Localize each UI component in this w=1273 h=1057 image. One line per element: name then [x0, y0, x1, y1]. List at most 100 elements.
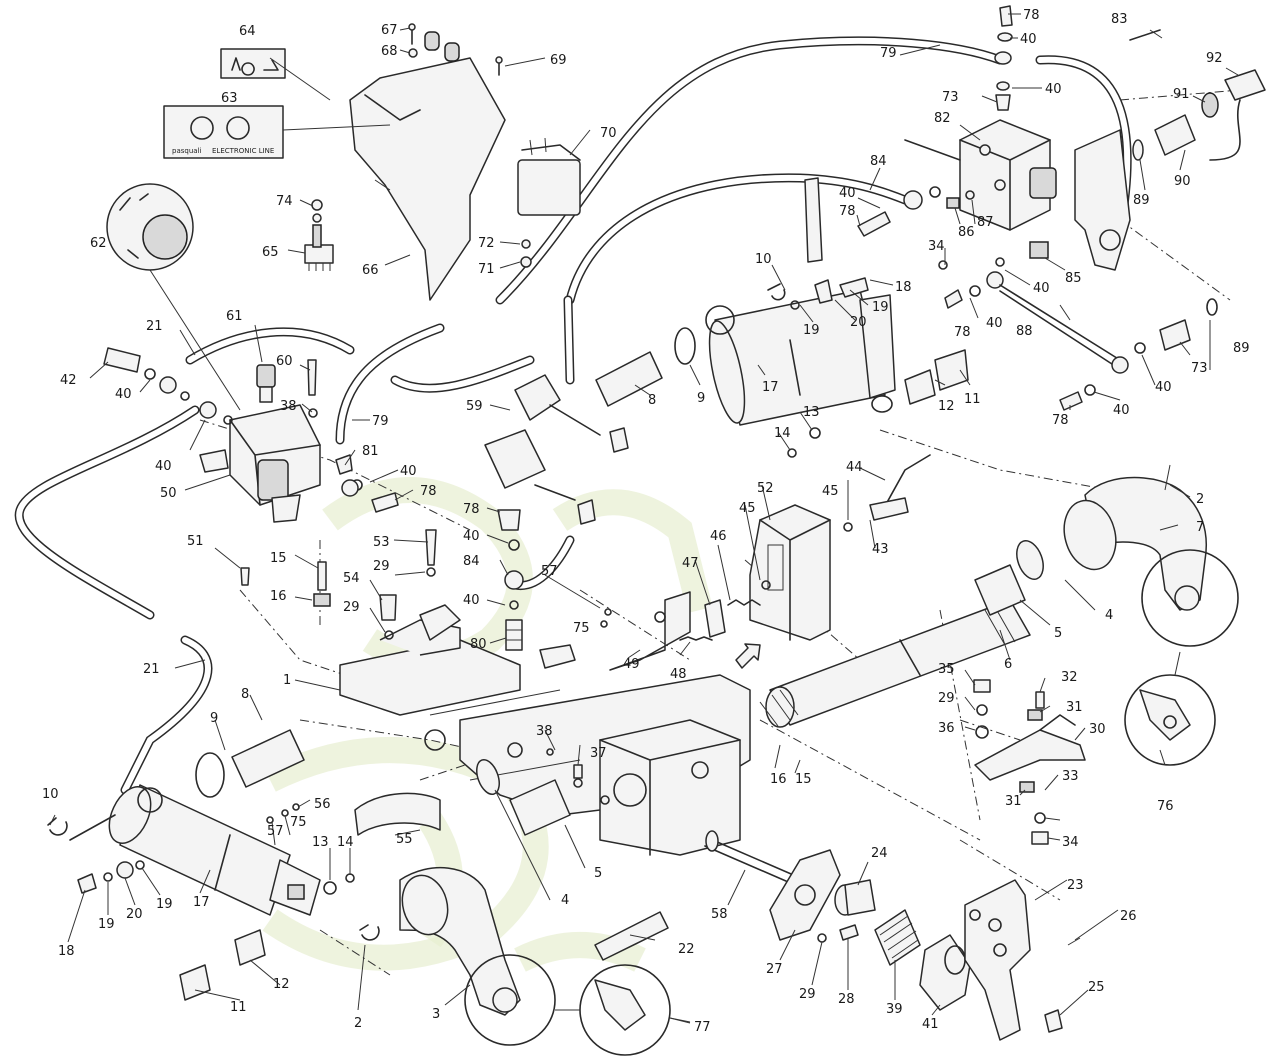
label-40i: 40 [155, 459, 172, 474]
label-9a: 9 [697, 391, 705, 406]
label-31b: 31 [1005, 794, 1022, 809]
linkage-43-44-45-46-47 [679, 454, 931, 641]
label-64: 64 [239, 24, 256, 39]
label-29c: 29 [938, 691, 955, 706]
label-22: 22 [678, 942, 695, 957]
label-35: 35 [938, 662, 955, 677]
label-10a: 10 [755, 252, 772, 267]
label-12a: 12 [938, 399, 955, 414]
label-69: 69 [550, 53, 567, 68]
label-3: 3 [432, 1007, 440, 1022]
label-89a: 89 [1133, 193, 1150, 208]
plate-64 [220, 48, 286, 79]
label-78f: 78 [463, 502, 480, 517]
label-90: 90 [1174, 174, 1191, 189]
plate-30 [973, 679, 1086, 845]
lift-cylinder-upper-17 [705, 289, 896, 426]
lift-housing-1 [339, 619, 751, 856]
label-46: 46 [710, 529, 727, 544]
label-41: 41 [922, 1017, 939, 1032]
label-78b: 78 [839, 204, 856, 219]
label-16a: 16 [270, 589, 287, 604]
bushings-4-5 [974, 540, 1044, 616]
detail-77 [555, 964, 691, 1056]
label-40c: 40 [839, 186, 856, 201]
label-45a: 45 [822, 484, 839, 499]
label-50: 50 [160, 486, 177, 501]
label-89b: 89 [1233, 341, 1250, 356]
label-65: 65 [262, 245, 279, 260]
leader-lines [49, 13, 1239, 1024]
shaft-58 [704, 830, 806, 889]
label-8a: 8 [648, 393, 656, 408]
plate-63: pasquali ELECTRONIC LINE [163, 105, 284, 159]
label-13b: 13 [312, 835, 329, 850]
label-63: 63 [221, 91, 238, 106]
label-5b: 5 [594, 866, 602, 881]
label-78d: 78 [1052, 413, 1069, 428]
switch-65 [304, 199, 334, 271]
label-34a: 34 [928, 239, 945, 254]
label-23: 23 [1067, 878, 1084, 893]
label-73b: 73 [1191, 361, 1208, 376]
link-88 [938, 257, 1218, 411]
label-68: 68 [381, 44, 398, 59]
bracket-23 [964, 879, 1081, 1041]
label-2a: 2 [1196, 492, 1204, 507]
label-21a: 21 [146, 319, 163, 334]
label-78e: 78 [420, 484, 437, 499]
label-81: 81 [362, 444, 379, 459]
label-36: 36 [938, 721, 955, 736]
label-73a: 73 [942, 90, 959, 105]
screws-51-53-54-15-16 [240, 529, 583, 788]
label-79b: 79 [372, 414, 389, 429]
label-20b: 20 [126, 907, 143, 922]
label-40b: 40 [1045, 82, 1062, 97]
label-66: 66 [362, 263, 379, 278]
label-40h: 40 [115, 387, 132, 402]
label-24: 24 [871, 846, 888, 861]
label-32: 32 [1061, 670, 1078, 685]
label-13a: 13 [803, 405, 820, 420]
label-56: 56 [314, 797, 331, 812]
label-40d: 40 [1033, 281, 1050, 296]
lift-cylinder-lower-17 [108, 784, 321, 916]
label-16b: 16 [770, 772, 787, 787]
label-28: 28 [838, 992, 855, 1007]
label-74: 74 [276, 194, 293, 209]
label-29a: 29 [373, 559, 390, 574]
label-17a: 17 [762, 380, 779, 395]
valve-block-82 [959, 119, 1057, 231]
label-40l: 40 [463, 593, 480, 608]
label-4a: 4 [1105, 608, 1113, 623]
label-62: 62 [90, 236, 107, 251]
label-82: 82 [934, 111, 951, 126]
pin-22 [594, 911, 669, 961]
label-34b: 34 [1062, 835, 1079, 850]
label-12b: 12 [273, 977, 290, 992]
label-40g: 40 [1113, 403, 1130, 418]
bushings-lower-4-5 [476, 758, 571, 836]
label-21b: 21 [143, 662, 160, 677]
pins-upper [595, 177, 969, 458]
cap-41 [919, 934, 971, 1011]
fittings-78-86-87 [857, 139, 1049, 259]
lift-arm-7 [1063, 464, 1239, 647]
label-86: 86 [958, 225, 975, 240]
label-2b: 2 [354, 1016, 362, 1031]
label-10b: 10 [42, 787, 59, 802]
label-78a: 78 [1023, 8, 1040, 23]
part-number-labels: 78 8 3 9 2 40 79 91 40 73 82 90 89 84 40 7… [42, 8, 1250, 1035]
label-91: 91 [1173, 87, 1190, 102]
label-45b: 45 [739, 501, 756, 516]
detail-76 [1124, 651, 1216, 766]
label-19c: 19 [98, 917, 115, 932]
label-71: 71 [478, 262, 495, 277]
label-5a: 5 [1054, 626, 1062, 641]
label-84a: 84 [870, 154, 887, 169]
label-52: 52 [757, 481, 774, 496]
arrow-indicator [735, 643, 761, 669]
label-6: 6 [1004, 657, 1012, 672]
label-7: 7 [1196, 520, 1204, 535]
cross-shaft-6 [759, 599, 1031, 728]
